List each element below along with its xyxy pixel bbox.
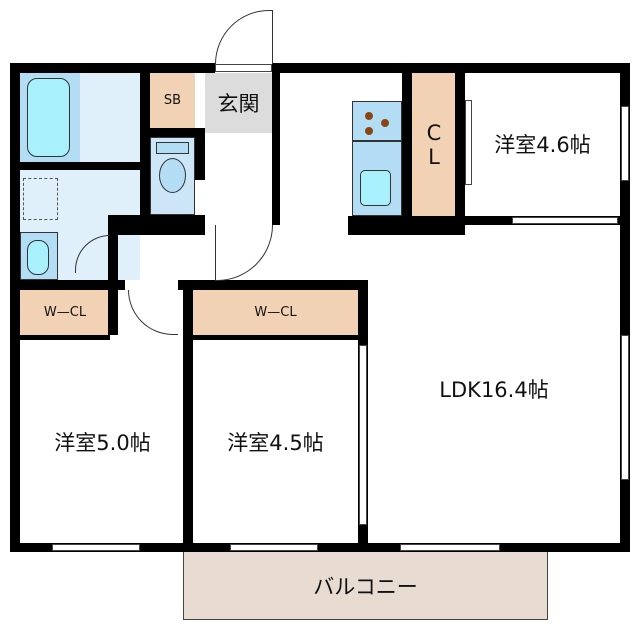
toilet-bowl-icon	[159, 158, 186, 193]
wall	[10, 63, 215, 73]
wall	[620, 63, 630, 552]
washing-machine-space-icon	[23, 178, 58, 220]
window	[621, 335, 629, 480]
western-room-4-6-label: 洋室4.6帖	[494, 133, 591, 157]
western-room-5-0-label: 洋室5.0帖	[54, 430, 151, 455]
hall-door-swing	[215, 225, 273, 281]
ldk-room: LDK16.4帖	[368, 235, 620, 543]
sb-label: SB	[163, 93, 182, 108]
genkan-room: 玄関	[205, 73, 272, 133]
window	[512, 217, 618, 224]
window	[52, 544, 140, 551]
wcl-mid: W—CL	[193, 290, 358, 335]
western-room-4-5-label: 洋室4.5帖	[227, 430, 324, 455]
entrance-door[interactable]	[215, 64, 272, 72]
wall	[272, 63, 630, 73]
western-room-4-5: 洋室4.5帖	[193, 340, 358, 543]
wall	[20, 335, 110, 340]
bedroom-door-swing	[128, 290, 178, 335]
wall	[178, 280, 368, 290]
wall	[108, 280, 118, 335]
wall	[140, 63, 150, 233]
wall	[10, 63, 20, 552]
washbasin-icon	[27, 240, 49, 275]
wall	[193, 335, 358, 340]
wall	[108, 215, 118, 280]
window	[359, 345, 367, 525]
balcony: バルコニー	[183, 552, 548, 620]
toilet-tank-icon	[156, 142, 189, 154]
sink-icon	[360, 170, 391, 206]
entrance-door-swing	[215, 10, 273, 64]
cl-label-l: L	[428, 144, 440, 169]
wall	[10, 280, 125, 290]
cl-label-c: C	[426, 120, 442, 145]
wall	[272, 63, 280, 225]
wall	[150, 128, 205, 137]
bathtub-icon	[27, 78, 70, 157]
wall	[108, 215, 205, 235]
shower-area	[80, 73, 140, 162]
western-room-5-0: 洋室5.0帖	[20, 340, 185, 543]
cl-room: C L	[412, 73, 456, 216]
window	[621, 106, 629, 181]
western-room-4-6: 洋室4.6帖	[465, 73, 620, 215]
wall	[195, 128, 205, 180]
ldk-label: LDK16.4帖	[439, 378, 549, 402]
genkan-label: 玄関	[217, 92, 260, 116]
wall	[10, 543, 630, 552]
wall	[455, 73, 465, 235]
stove-icon	[352, 101, 402, 141]
window	[400, 544, 500, 551]
wcl-mid-label: W—CL	[254, 305, 297, 320]
wall	[183, 280, 193, 543]
sb-room: SB	[150, 73, 195, 128]
window	[230, 544, 318, 551]
wall	[348, 216, 465, 235]
wcl-left: W—CL	[20, 290, 110, 335]
wall	[402, 73, 412, 235]
balcony-label: バルコニー	[313, 574, 418, 599]
wcl-left-label: W—CL	[43, 305, 87, 320]
wall	[20, 162, 140, 170]
window	[465, 100, 472, 185]
